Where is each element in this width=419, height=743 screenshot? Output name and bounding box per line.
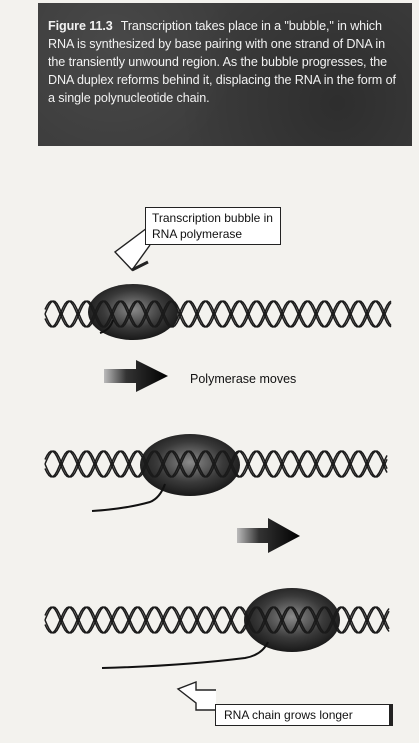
figure-label: Figure 11.3 bbox=[48, 19, 113, 33]
dna-strand bbox=[44, 300, 392, 328]
rna-chain-2 bbox=[91, 483, 166, 512]
dna-strand bbox=[44, 606, 390, 634]
dna-helix-3 bbox=[44, 606, 390, 634]
caption-body: Transcription takes place in a "bubble,"… bbox=[48, 19, 396, 105]
rna-chain-1 bbox=[99, 319, 114, 334]
bubble-callout: Transcription bubble in RNA polymerase bbox=[145, 207, 281, 245]
rna-polymerase-3 bbox=[244, 588, 340, 652]
rna-chain-3 bbox=[101, 641, 269, 669]
dna-helix-2 bbox=[44, 450, 388, 478]
grows-callout: RNA chain grows longer bbox=[215, 704, 393, 726]
dna-strand bbox=[44, 606, 390, 634]
dna-strand bbox=[44, 450, 388, 478]
dna-strand bbox=[44, 606, 390, 634]
bubble-callout-text: Transcription bubble in RNA polymerase bbox=[152, 211, 273, 241]
rna-polymerase-2 bbox=[140, 434, 240, 496]
dna-strand bbox=[44, 450, 388, 478]
bubble-callout-pointer bbox=[113, 227, 151, 272]
move-arrow-2 bbox=[237, 518, 300, 553]
dna-helix-1 bbox=[44, 300, 392, 328]
dna-strand bbox=[44, 450, 388, 478]
grows-callout-pointer bbox=[176, 680, 216, 711]
dna-strand bbox=[44, 450, 388, 478]
move-arrow-1 bbox=[104, 360, 168, 392]
dna-strand bbox=[44, 606, 390, 634]
grows-callout-text: RNA chain grows longer bbox=[224, 708, 353, 722]
bubble-pointer-tip bbox=[131, 260, 149, 272]
polymerase-moves-label: Polymerase moves bbox=[190, 372, 297, 386]
